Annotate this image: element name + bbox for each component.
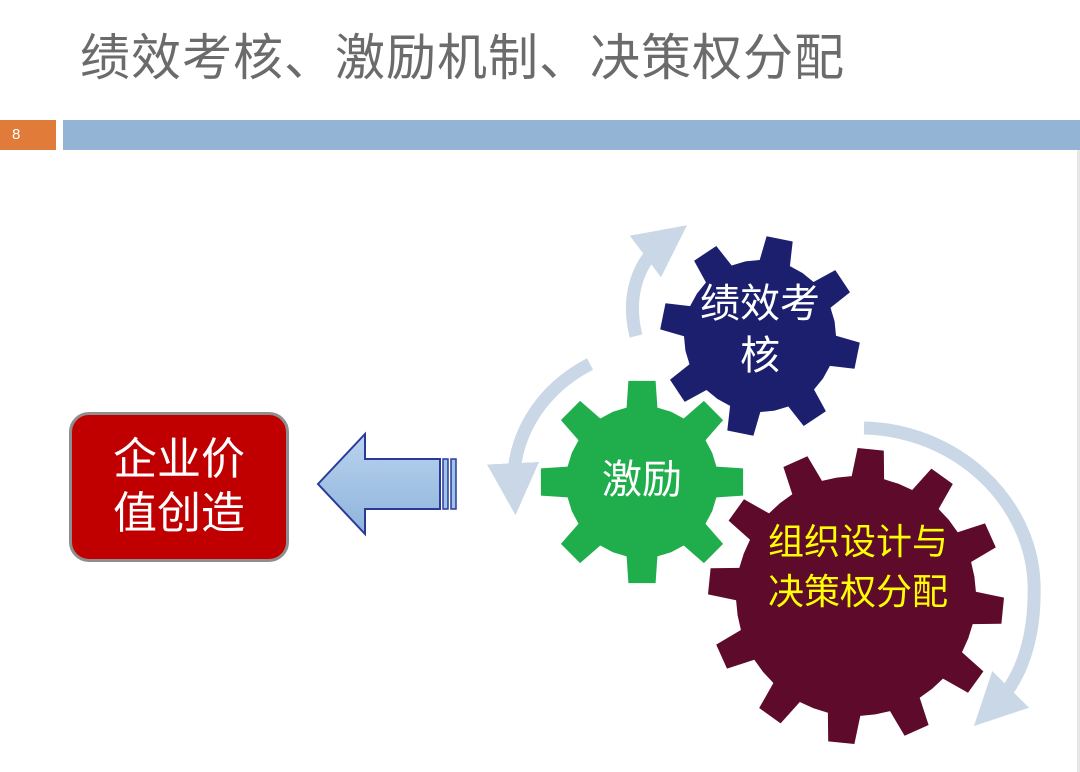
gear-org-design xyxy=(708,448,1004,744)
cycle-arrow-top xyxy=(626,225,687,338)
gear-incentive xyxy=(540,380,744,584)
left-arrow xyxy=(316,431,457,537)
enterprise-value-box: 企业价值创造 xyxy=(69,412,289,562)
enterprise-value-label: 企业价值创造 xyxy=(113,434,245,539)
gear-incentive-label: 激励 xyxy=(602,457,682,503)
title-divider-bar xyxy=(63,120,1080,150)
slide-title: 绩效考核、激励机制、决策权分配 xyxy=(80,29,845,87)
cycle-arrow-right xyxy=(863,421,1041,727)
cycle-arrow-left xyxy=(487,358,594,516)
page-number-badge: 8 xyxy=(0,120,56,150)
gear-performance-label: 绩效考核 xyxy=(700,281,820,379)
gear-performance xyxy=(660,236,860,436)
gear-org-design-label: 组织设计与决策权分配 xyxy=(768,522,949,613)
right-edge-line xyxy=(1077,150,1080,772)
